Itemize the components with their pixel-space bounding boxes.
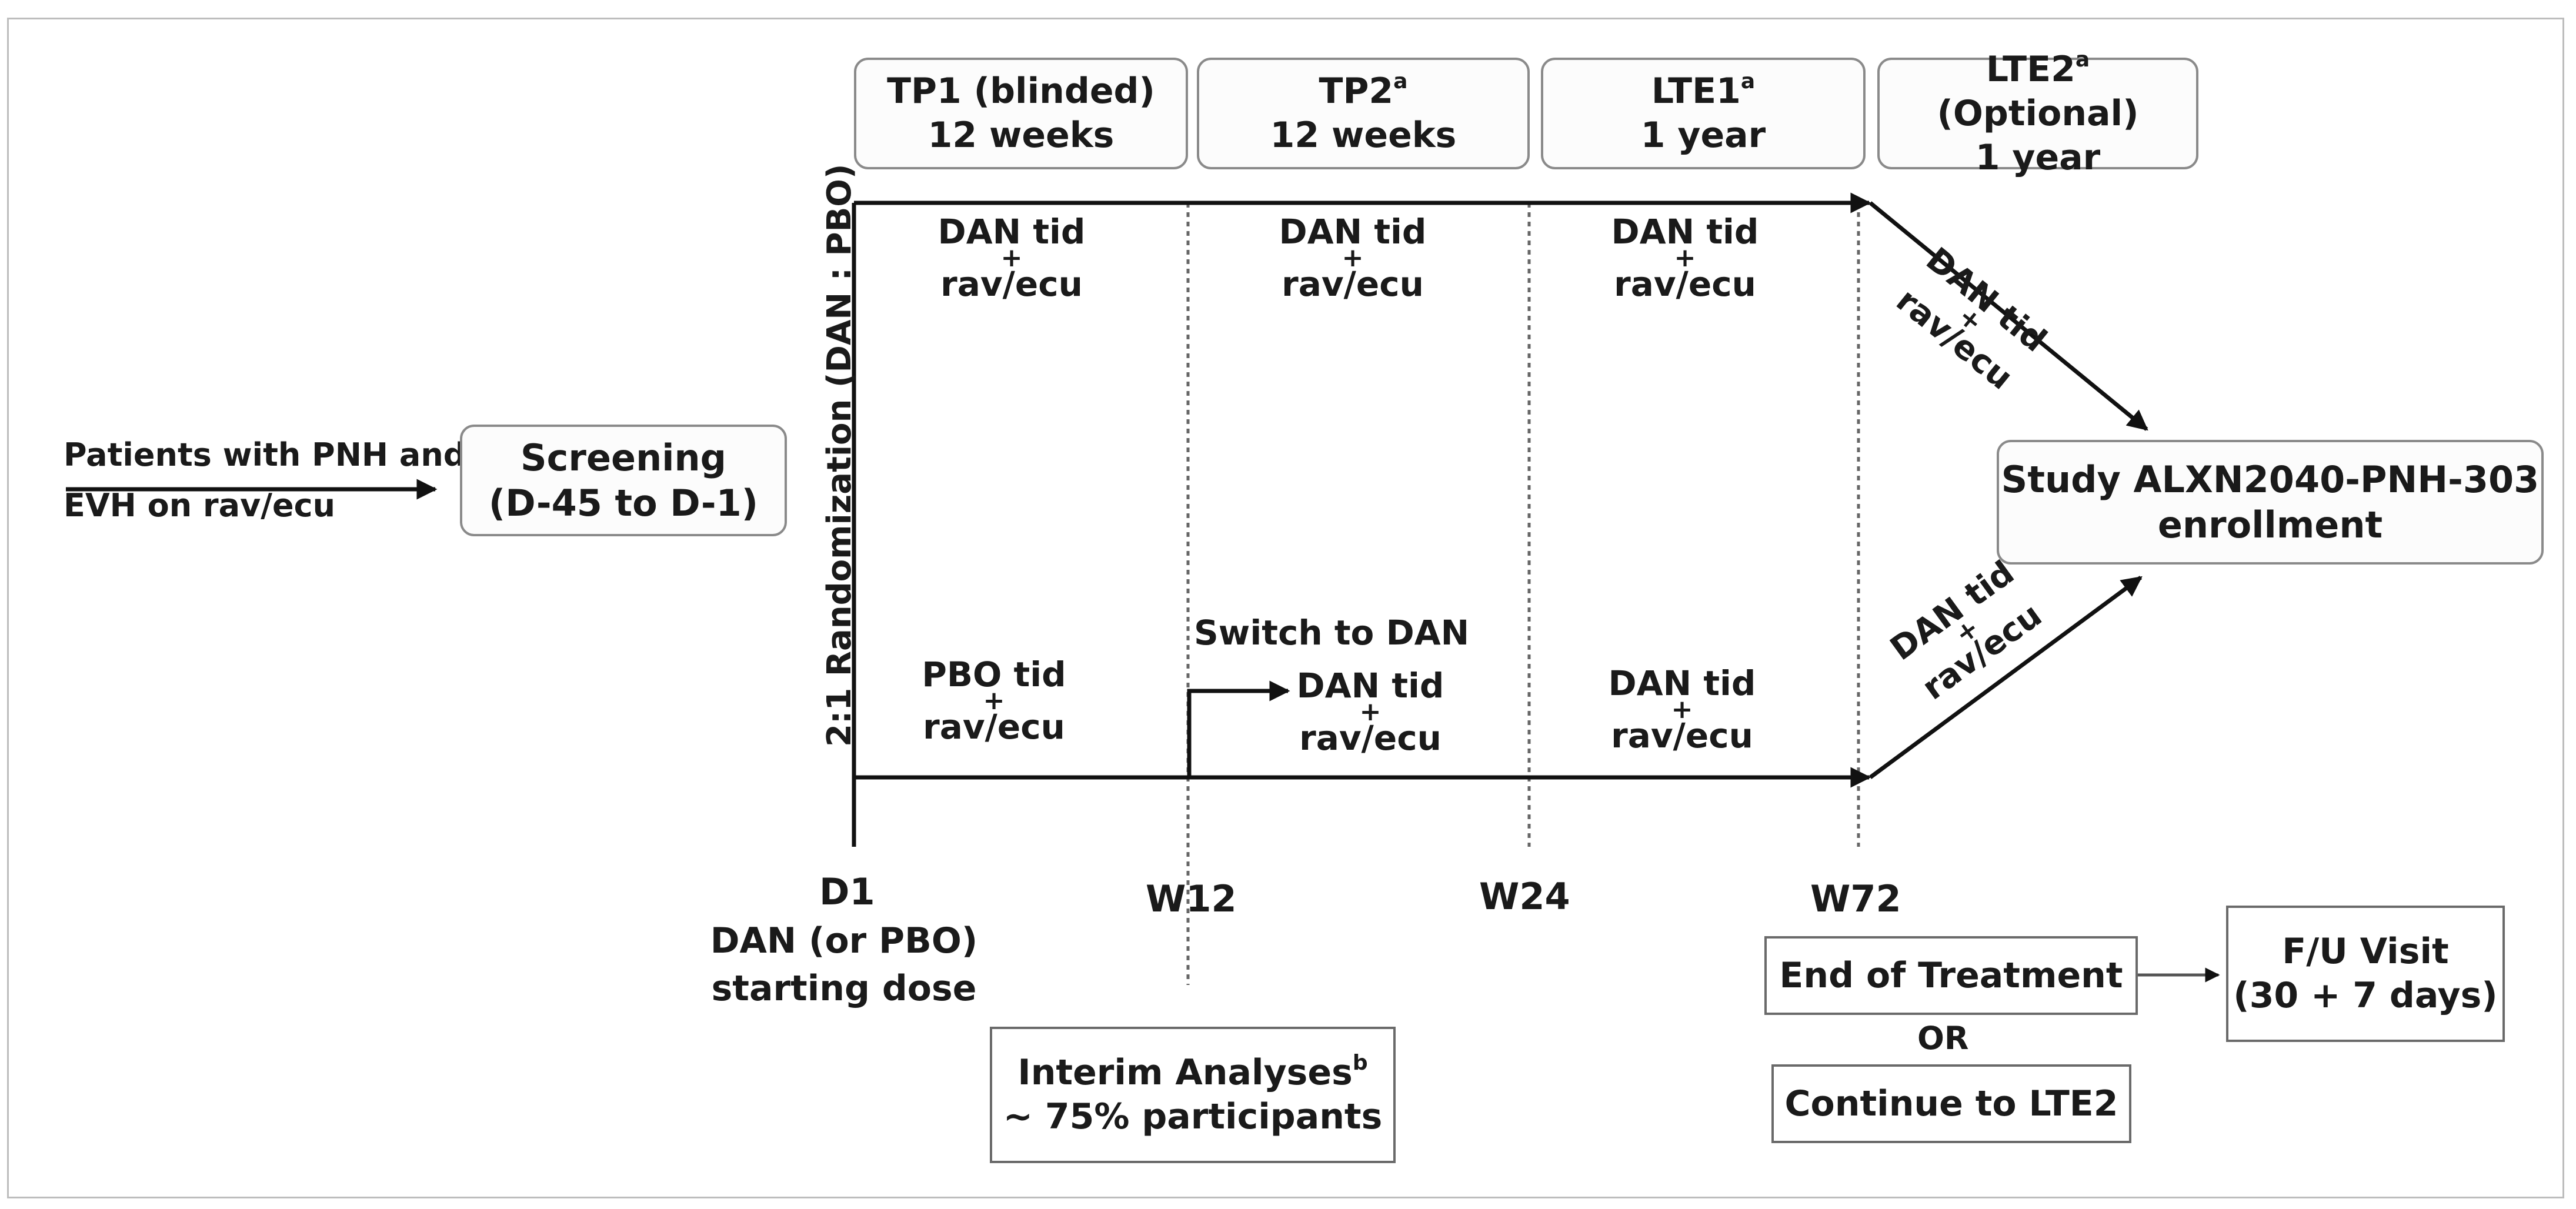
period-duration: 12 weeks	[1270, 115, 1457, 156]
study303-box: Study ALXN2040-PNH-303 enrollment	[1997, 440, 2544, 565]
followup-title: F/U Visit	[2282, 931, 2449, 972]
switch-arrow	[1187, 680, 1290, 777]
screening-title: Screening	[520, 436, 726, 479]
period-box-tp2: TP2a 12 weeks	[1197, 58, 1530, 169]
period-duration: 12 weeks	[927, 115, 1115, 156]
period-name: TP2	[1319, 71, 1394, 112]
timepoint-w12: W12	[1146, 877, 1237, 920]
period-box-lte2: LTE2a (Optional) 1 year	[1877, 49, 2198, 178]
d1-note: DAN (or PBO) starting dose	[710, 920, 978, 1009]
entry-label-line1: Patients with PNH and	[64, 436, 466, 473]
timepoint-d1: D1	[819, 870, 875, 913]
period-duration: 1 year	[1640, 115, 1766, 156]
period-name: LTE2	[1986, 48, 2076, 90]
study303-title: Study ALXN2040-PNH-303	[2001, 457, 2540, 501]
period-box-lte1: LTE1a 1 year	[1541, 58, 1866, 169]
interim-analyses-box: Interim Analysesb ~ 75% participants	[990, 1027, 1396, 1163]
interim-participants: ~ 75% participants	[1003, 1096, 1383, 1137]
entry-label-line2: EVH on rav/ecu	[64, 487, 336, 524]
top-arm-lte1: DAN tid + rav/ecu	[1611, 212, 1759, 305]
diagonal-arrow-bottom	[1868, 576, 2143, 779]
period-name: LTE1	[1651, 71, 1741, 112]
randomization-label: 2:1 Randomization (DAN : PBO)	[820, 163, 859, 747]
period-duration: 1 year	[1975, 136, 2101, 178]
period-name: TP1 (blinded)	[887, 71, 1155, 112]
study303-enrollment: enrollment	[2157, 503, 2383, 546]
or-label: OR	[1917, 1020, 1969, 1057]
diagonal-arrow-top	[1868, 201, 2148, 431]
diagram-frame	[7, 18, 2564, 1198]
followup-visit-box: F/U Visit (30 + 7 days)	[2226, 906, 2505, 1042]
end-of-treatment-box: End of Treatment	[1764, 936, 2138, 1015]
screening-box: Screening (D-45 to D-1)	[460, 425, 787, 536]
bottom-arm-lte1: DAN tid + rav/ecu	[1608, 663, 1756, 756]
period-box-tp1: TP1 (blinded) 12 weeks	[854, 58, 1188, 169]
bottom-arm-pbo: PBO tid + rav/ecu	[922, 654, 1066, 747]
timepoint-w72: W72	[1810, 877, 1901, 920]
screening-range: (D-45 to D-1)	[488, 482, 759, 525]
followup-duration: (30 + 7 days)	[2233, 975, 2498, 1016]
interim-title: Interim Analyses	[1017, 1052, 1353, 1093]
bottom-arm-tp2: DAN tid + rav/ecu	[1296, 666, 1444, 759]
top-arm-tp1: DAN tid + rav/ecu	[937, 212, 1086, 305]
top-arm-tp2: DAN tid + rav/ecu	[1279, 212, 1427, 305]
continue-lte2-box: Continue to LTE2	[1771, 1064, 2131, 1143]
switch-label: Switch to DAN	[1194, 613, 1470, 653]
timepoint-w24: W24	[1479, 875, 1570, 918]
